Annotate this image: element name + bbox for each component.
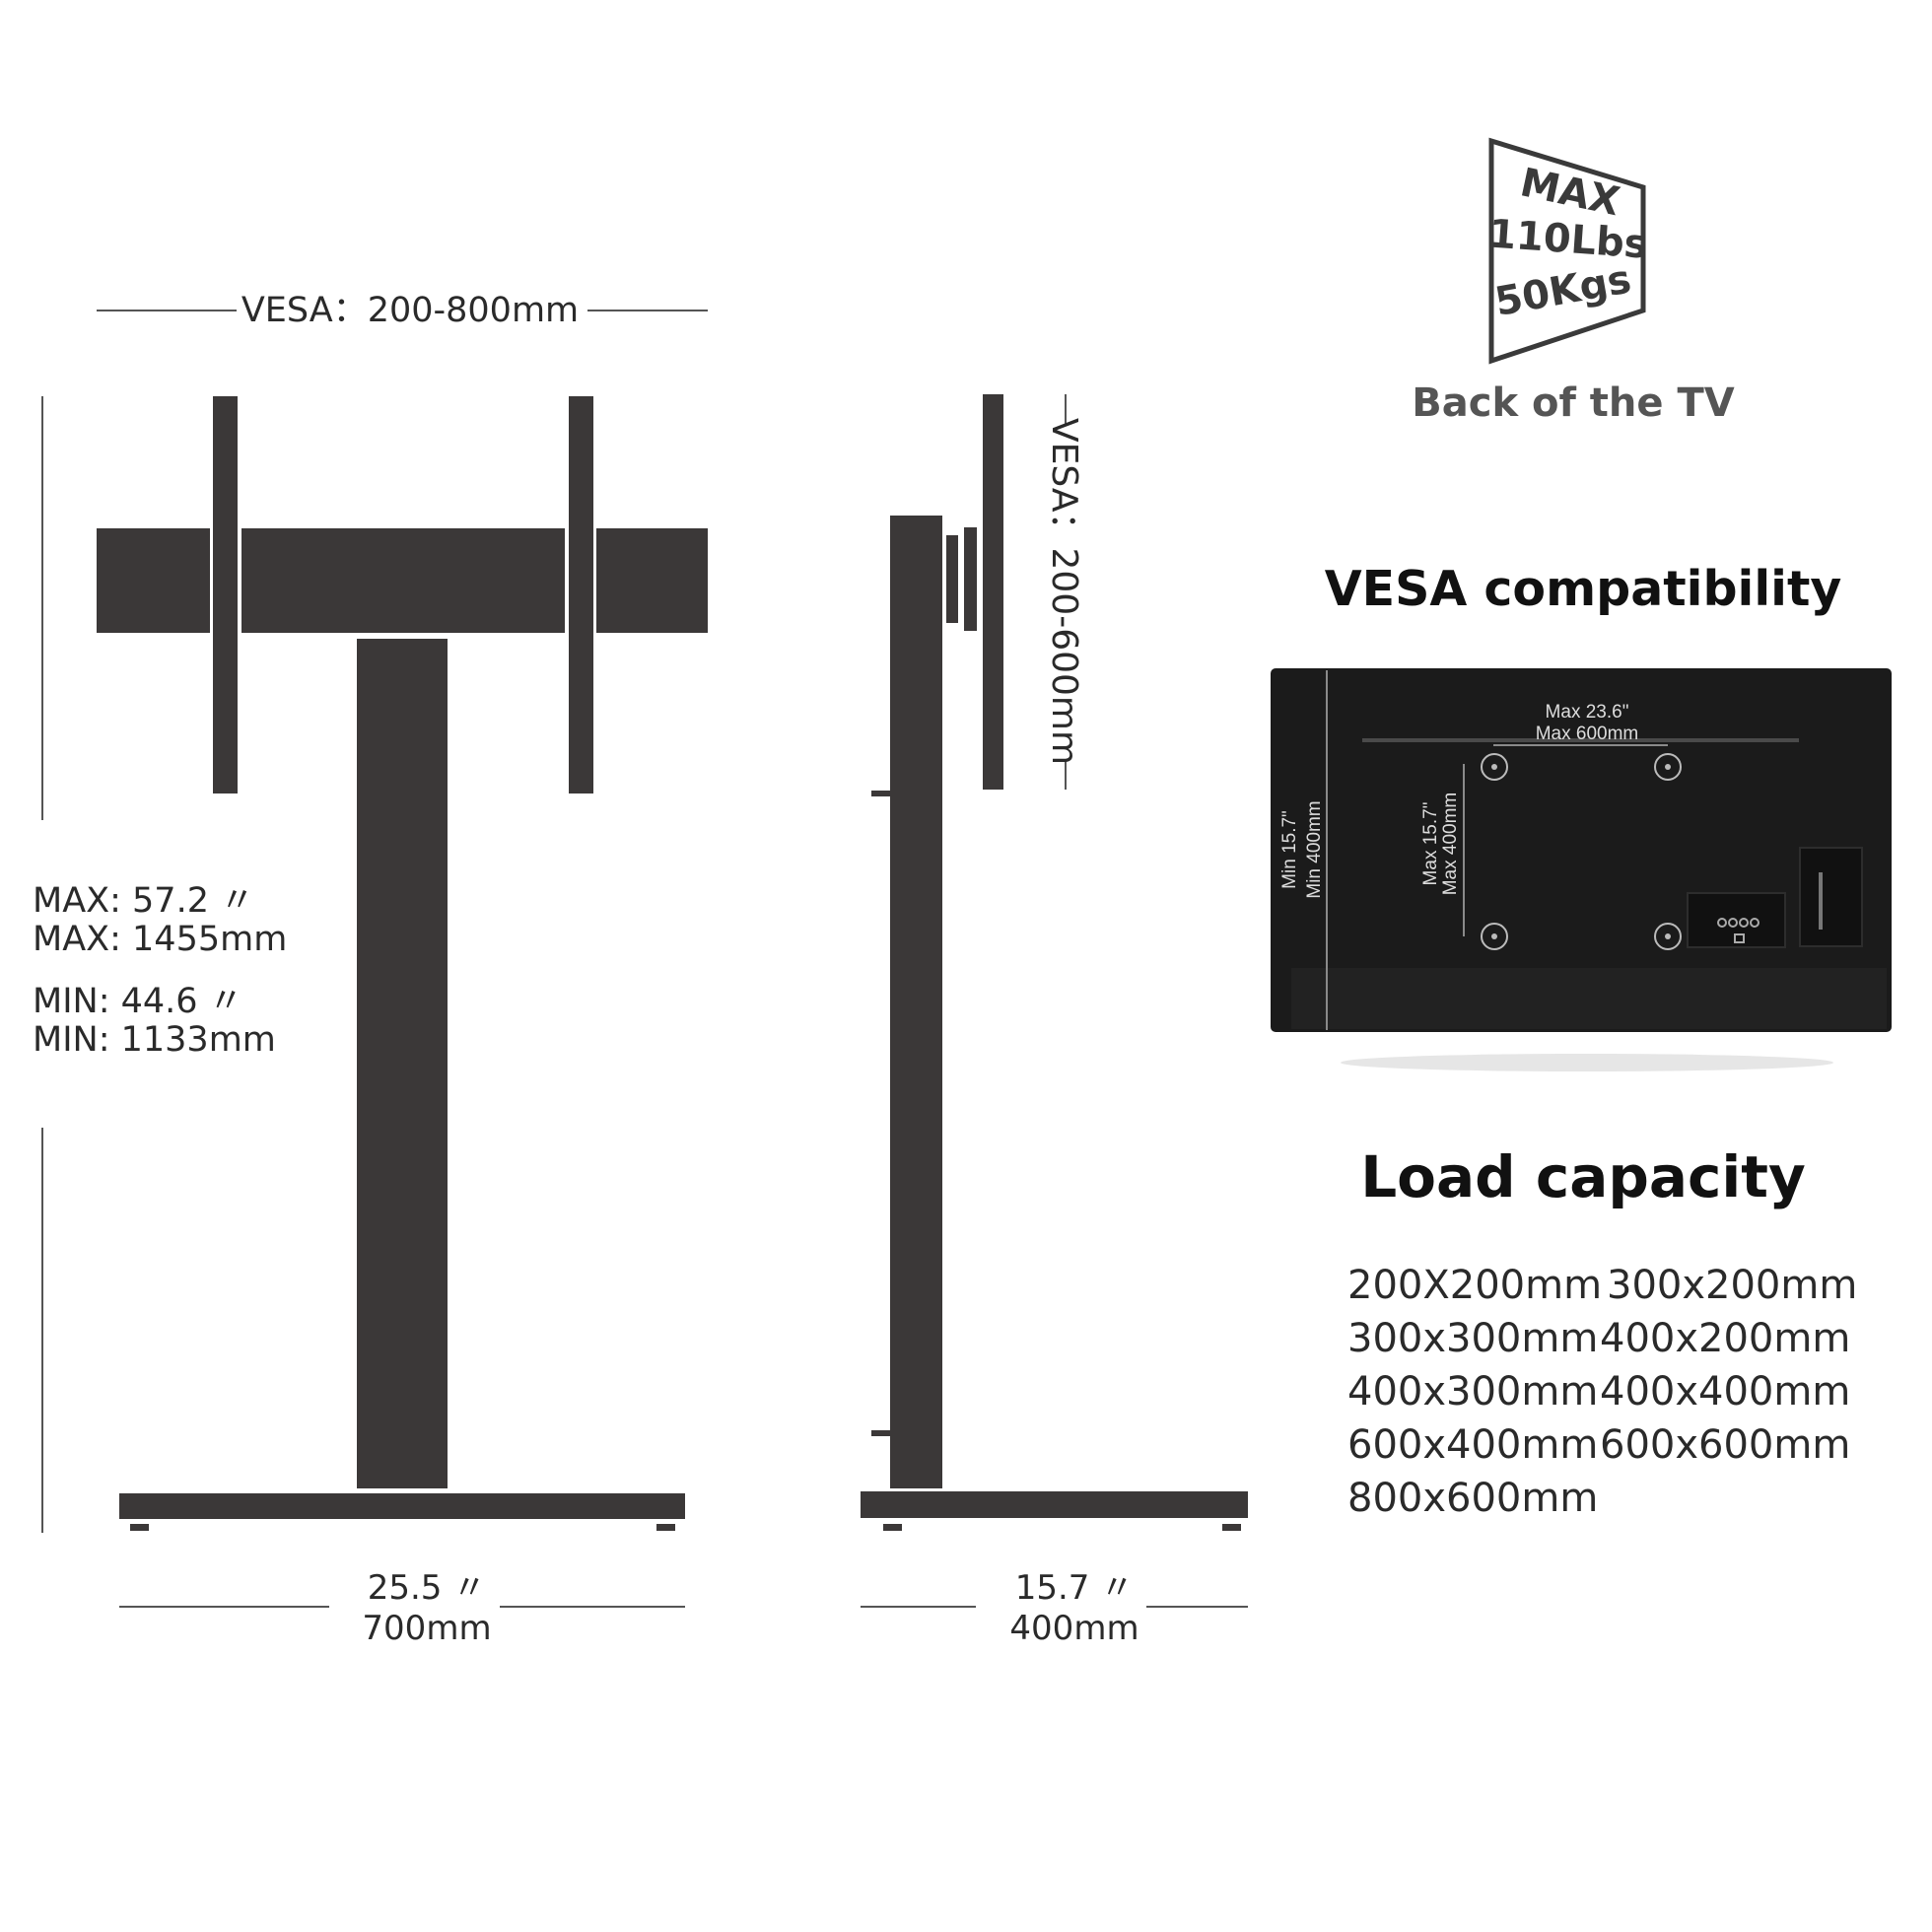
size-item: 600x600mm (1600, 1422, 1850, 1468)
side-vesa-label: VESA：200-600mm (1044, 418, 1084, 765)
front-foot-left (130, 1524, 149, 1531)
size-item: 400x300mm (1347, 1369, 1598, 1414)
badge-pounds: 110Lbs (1487, 211, 1649, 267)
side-base (861, 1491, 1248, 1518)
width-inches: 25.5 〃 (368, 1568, 487, 1608)
mount-hole-top-left-center (1491, 764, 1497, 770)
port-2 (1728, 918, 1738, 928)
tv-side-port-panel (1799, 847, 1863, 947)
vesa-arm-right (569, 396, 593, 794)
mount-plate-right (596, 528, 708, 633)
height-min-mm: MIN: 1133mm (33, 1020, 276, 1060)
outer-label-mm: Min 400mm (1304, 800, 1325, 898)
size-item: 400x400mm (1600, 1369, 1850, 1414)
side-pin-upper (871, 791, 890, 796)
side-foot-left (883, 1524, 902, 1531)
size-item: 200X200mm (1347, 1263, 1602, 1308)
badge-kilograms: 50Kgs (1491, 256, 1634, 324)
max-load-badge: MAX 110Lbs 50Kgs Back of the TV (1412, 137, 1735, 426)
side-bracket-inner (946, 535, 958, 623)
size-item: 300x200mm (1607, 1263, 1857, 1308)
port-4 (1750, 918, 1760, 928)
tv-lower-panel (1291, 968, 1887, 1029)
side-pin-lower (871, 1430, 890, 1436)
front-foot-right (656, 1524, 675, 1531)
height-max-mm: MAX: 1455mm (33, 920, 287, 959)
mount-plate-left (97, 528, 210, 633)
size-item: 300x300mm (1347, 1316, 1598, 1361)
top-label-mm: Max 600mm (1536, 724, 1639, 744)
mount-hole-bottom-left-center (1491, 933, 1497, 939)
back-of-tv-caption: Back of the TV (1412, 380, 1734, 426)
side-view: VESA：200-600mm 15.7 〃 400mm (861, 394, 1248, 1648)
port-5 (1734, 933, 1745, 943)
front-view: VESA：200-800mm MAX: 57.2 〃 MAX: 1455mm M… (33, 291, 708, 1648)
side-vesa-plate (983, 394, 1003, 790)
tv-back-illustration: Min 15.7" Min 400mm Max 23.6" Max 600mm … (1271, 668, 1892, 1071)
width-mm: 700mm (362, 1609, 491, 1648)
side-column (890, 516, 942, 1488)
inner-label-mm: Max 400mm (1440, 793, 1461, 896)
height-max-inches: MAX: 57.2 〃 (33, 881, 254, 921)
mount-hole-bottom-right-center (1665, 933, 1671, 939)
height-min-inches: MIN: 44.6 〃 (33, 982, 243, 1021)
front-vesa-label: VESA：200-800mm (242, 291, 579, 330)
mount-hole-top-right (1654, 753, 1682, 781)
vesa-size-list: 200X200mm 300x200mm 300x300mm 400x200mm … (1347, 1263, 1857, 1521)
depth-inches: 15.7 〃 (1015, 1568, 1135, 1608)
tv-side-port-strip (1819, 872, 1823, 930)
size-item: 600x400mm (1347, 1422, 1598, 1468)
top-label-inches: Max 23.6" (1546, 702, 1629, 723)
vesa-arm-left (213, 396, 238, 794)
depth-mm: 400mm (1009, 1609, 1138, 1648)
mount-hole-bottom-right (1654, 923, 1682, 950)
outer-label-inches: Min 15.7" (1279, 810, 1300, 889)
front-base (119, 1493, 685, 1519)
vesa-compatibility-title: VESA compatibility (1325, 561, 1842, 617)
side-foot-right (1222, 1524, 1241, 1531)
front-column (357, 639, 448, 1488)
badge-frame (1488, 137, 1646, 365)
inner-label-inches: Max 15.7" (1420, 802, 1441, 886)
mount-hole-bottom-left (1481, 923, 1508, 950)
port-3 (1739, 918, 1749, 928)
side-bracket-outer (964, 527, 977, 631)
mount-hole-top-right-center (1665, 764, 1671, 770)
mount-plate-center (242, 528, 565, 633)
mount-hole-top-left (1481, 753, 1508, 781)
load-capacity-title: Load capacity (1360, 1143, 1806, 1210)
size-item: 800x600mm (1347, 1476, 1598, 1521)
tv-shadow (1341, 1054, 1833, 1071)
port-1 (1717, 918, 1727, 928)
size-item: 400x200mm (1600, 1316, 1850, 1361)
